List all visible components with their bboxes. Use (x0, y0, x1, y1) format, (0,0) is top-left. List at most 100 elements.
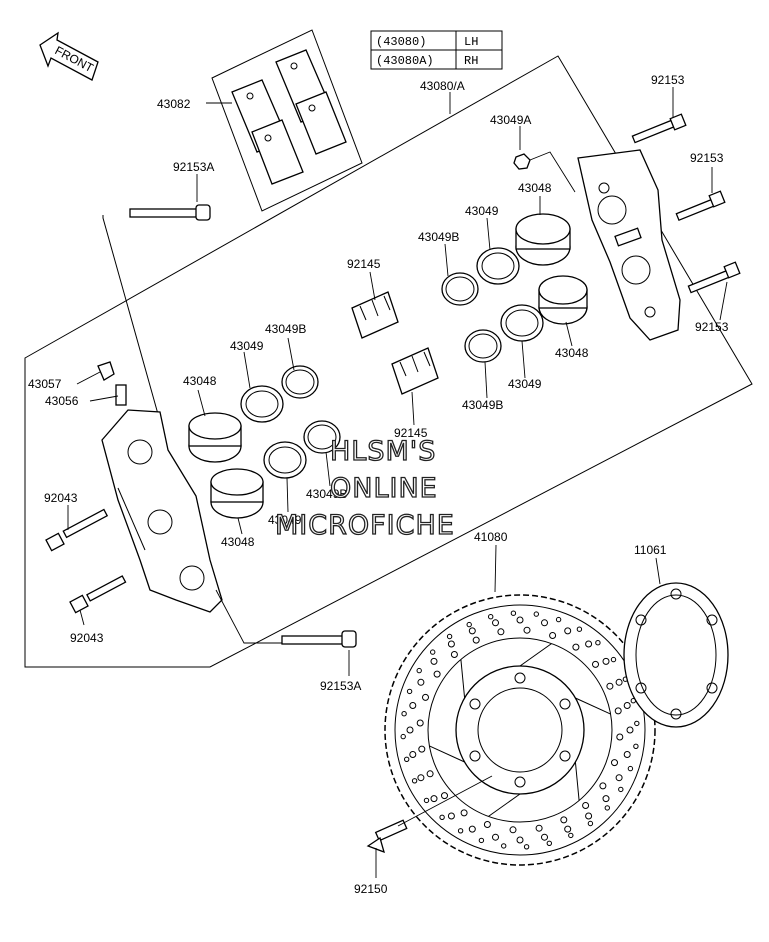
caliper-left-half (101, 409, 223, 613)
label-92153a-top: 92153A (173, 160, 214, 174)
disc-vent-hole (602, 657, 610, 665)
disc-vent-hole (523, 844, 530, 850)
label-92153-mid: 92153 (690, 151, 724, 165)
disc-vent-hole (533, 611, 539, 617)
gasket-11061 (623, 582, 729, 728)
label-92043-top: 92043 (44, 491, 78, 505)
disc-bolt-hole (514, 672, 526, 684)
disc-vent-hole (560, 816, 568, 824)
label-43049b-r1: 43049B (418, 230, 459, 244)
label-41080: 41080 (474, 530, 508, 544)
bolt-92153a-top (129, 204, 211, 221)
bleeder-cap-43057 (97, 361, 115, 381)
watermark-line-3: MICROFICHE (275, 510, 455, 541)
disc-vent-hole (549, 632, 557, 639)
disc-vent-hole (423, 797, 430, 804)
front-arrow: FRONT (39, 31, 99, 81)
variant-side-2: RH (464, 54, 478, 68)
disc-vent-hole (535, 824, 543, 832)
label-43049b-r2: 43049B (462, 398, 503, 412)
label-43049a: 43049A (490, 113, 531, 127)
variant-side-1: LH (464, 35, 478, 49)
label-43049-r2: 43049 (508, 377, 542, 391)
label-43082: 43082 (157, 97, 191, 111)
disc-vent-hole (610, 656, 617, 663)
disc-vent-hole (623, 751, 631, 758)
disc-vent-hole (585, 812, 593, 820)
seal-43049b-r1 (441, 272, 479, 306)
disc-vent-hole (509, 826, 517, 834)
disc-vent-hole (409, 702, 417, 709)
disc-vent-hole (492, 833, 499, 841)
label-43049-l2: 43049 (268, 513, 302, 527)
label-43049-r1: 43049 (465, 204, 499, 218)
disc-vent-hole (450, 651, 458, 658)
disc-vent-hole (595, 640, 601, 646)
label-43057: 43057 (28, 377, 62, 391)
disc-vent-hole (541, 619, 548, 627)
disc-vent-hole (582, 802, 590, 809)
disc-vent-hole (404, 756, 410, 762)
label-43048-r1: 43048 (518, 181, 552, 195)
piston-43048-l2 (210, 468, 264, 519)
variant-code-1: (43080) (376, 35, 426, 49)
pin-92043-bottom (69, 575, 127, 614)
disc-vent-hole (466, 621, 472, 628)
disc-bolt-hole (559, 698, 571, 710)
label-92153-top: 92153 (651, 73, 685, 87)
disc-vent-hole (446, 633, 453, 640)
disc-vent-hole (587, 820, 594, 827)
label-43049b-l1: 43049B (265, 322, 306, 336)
label-43056: 43056 (45, 394, 79, 408)
piston-43048-l1 (188, 412, 242, 463)
disc-vent-hole (411, 778, 418, 784)
disc-vent-hole (426, 770, 434, 778)
caliper-assembly-outline (102, 215, 164, 433)
disc-vent-hole (546, 840, 552, 846)
piston-43048-r2 (538, 275, 588, 325)
label-43080a: 43080/A (420, 79, 465, 93)
seal-43049-l2 (263, 441, 307, 479)
variant-table: (43080) LH (43080A) RH (370, 30, 503, 70)
bolt-92153-low (687, 261, 741, 294)
disc-spoke (519, 643, 552, 667)
label-11061: 11061 (634, 543, 667, 557)
disc-vent-hole (416, 667, 422, 674)
disc-vent-hole (439, 814, 445, 820)
disc-vent-hole (606, 682, 614, 690)
watermark-line-1: HLSM'S (330, 436, 436, 467)
disc-vent-hole (501, 843, 507, 849)
disc-vent-hole (615, 774, 623, 782)
disc-vent-hole (406, 726, 414, 734)
disc-vent-hole (400, 733, 406, 740)
piston-43048-r1 (515, 213, 571, 266)
bolt-92153a-bottom (281, 630, 357, 648)
disc-vent-hole (564, 825, 572, 833)
pin-92043-top (45, 508, 109, 552)
disc-bolt-hole (559, 750, 571, 762)
brake-pad-set (211, 29, 363, 212)
seal-43049-l1 (240, 385, 284, 423)
disc-vent-hole (572, 643, 580, 651)
disc-spoke (574, 761, 580, 801)
disc-vent-hole (401, 711, 407, 717)
disc-vent-hole (488, 614, 494, 620)
disc-vent-hole (497, 628, 505, 636)
disc-vent-hole (633, 743, 639, 749)
disc-bolt-hole (514, 776, 526, 788)
disc-vent-hole (416, 719, 424, 727)
disc-vent-hole (430, 657, 438, 665)
disc-spoke (460, 659, 466, 699)
disc-vent-hole (626, 726, 634, 734)
disc-vent-hole (418, 745, 426, 753)
disc-vent-hole (409, 751, 417, 758)
watermark: HLSM'S ONLINE MICROFICHE (274, 435, 455, 541)
disc-spoke (429, 745, 465, 763)
disc-vent-hole (623, 702, 631, 709)
label-92043-bot: 92043 (70, 631, 104, 645)
label-43048-r2: 43048 (555, 346, 589, 360)
disc-spoke (488, 793, 521, 817)
pad-spring-top (351, 291, 399, 339)
